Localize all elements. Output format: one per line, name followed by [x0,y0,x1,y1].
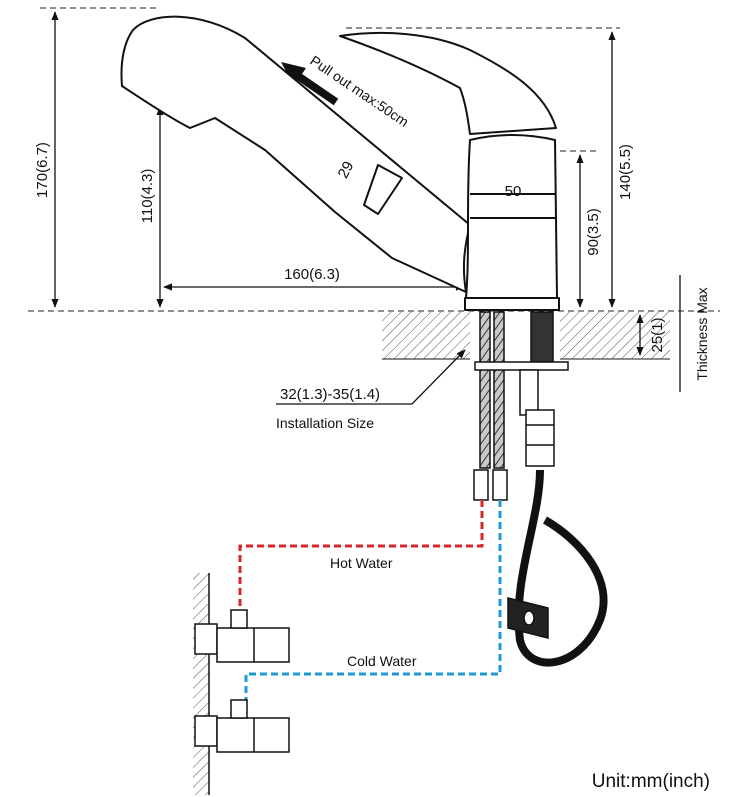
lever-handle [339,31,557,135]
dimension-lines [51,11,681,405]
install-leader [276,349,466,405]
dim-170-label: 170(6.7) [34,142,51,198]
hose-braid-2 [493,311,505,469]
dim-90-label: 90(3.5) [585,208,602,256]
reference-lines [28,7,720,360]
pull-out-hose [514,469,608,667]
water-lines [238,500,502,700]
cold-water-line [244,500,502,700]
mounting-plate [474,361,569,371]
shank [519,369,539,416]
pull-out-arrow [281,62,339,106]
thickness-max-label: Thickness Max [694,287,710,380]
under-counter [473,311,608,667]
hose-braid-1 [479,311,491,469]
hot-water-line [238,500,484,612]
dim-160-label: 160(6.3) [284,266,340,283]
dim-29-label: 29 [335,159,358,182]
hose-nut-1 [473,469,489,501]
faucet [120,15,560,311]
hex-nut [525,409,555,467]
install-size-label: Installation Size [276,415,374,431]
faucet-base [464,297,560,311]
hose-nut-2 [492,469,508,501]
faucet-body [465,134,558,299]
dim-110-label: 110(4.3) [139,169,156,224]
dim-50-label: 50 [505,183,522,200]
dim-25-label: 25(1) [649,317,666,352]
spray-band [363,164,403,215]
unit-label: Unit:mm(inch) [592,771,710,792]
cold-water-label: Cold Water [347,653,417,669]
hot-water-label: Hot Water [330,555,393,571]
dim-140-label: 140(5.5) [617,144,634,200]
countertop [382,312,670,360]
install-size-dim: 32(1.3)-35(1.4) [280,386,380,403]
angle-valve-hot [194,609,290,663]
wall [193,573,210,795]
angle-valve-cold [194,699,290,753]
threaded-rod [530,311,554,363]
